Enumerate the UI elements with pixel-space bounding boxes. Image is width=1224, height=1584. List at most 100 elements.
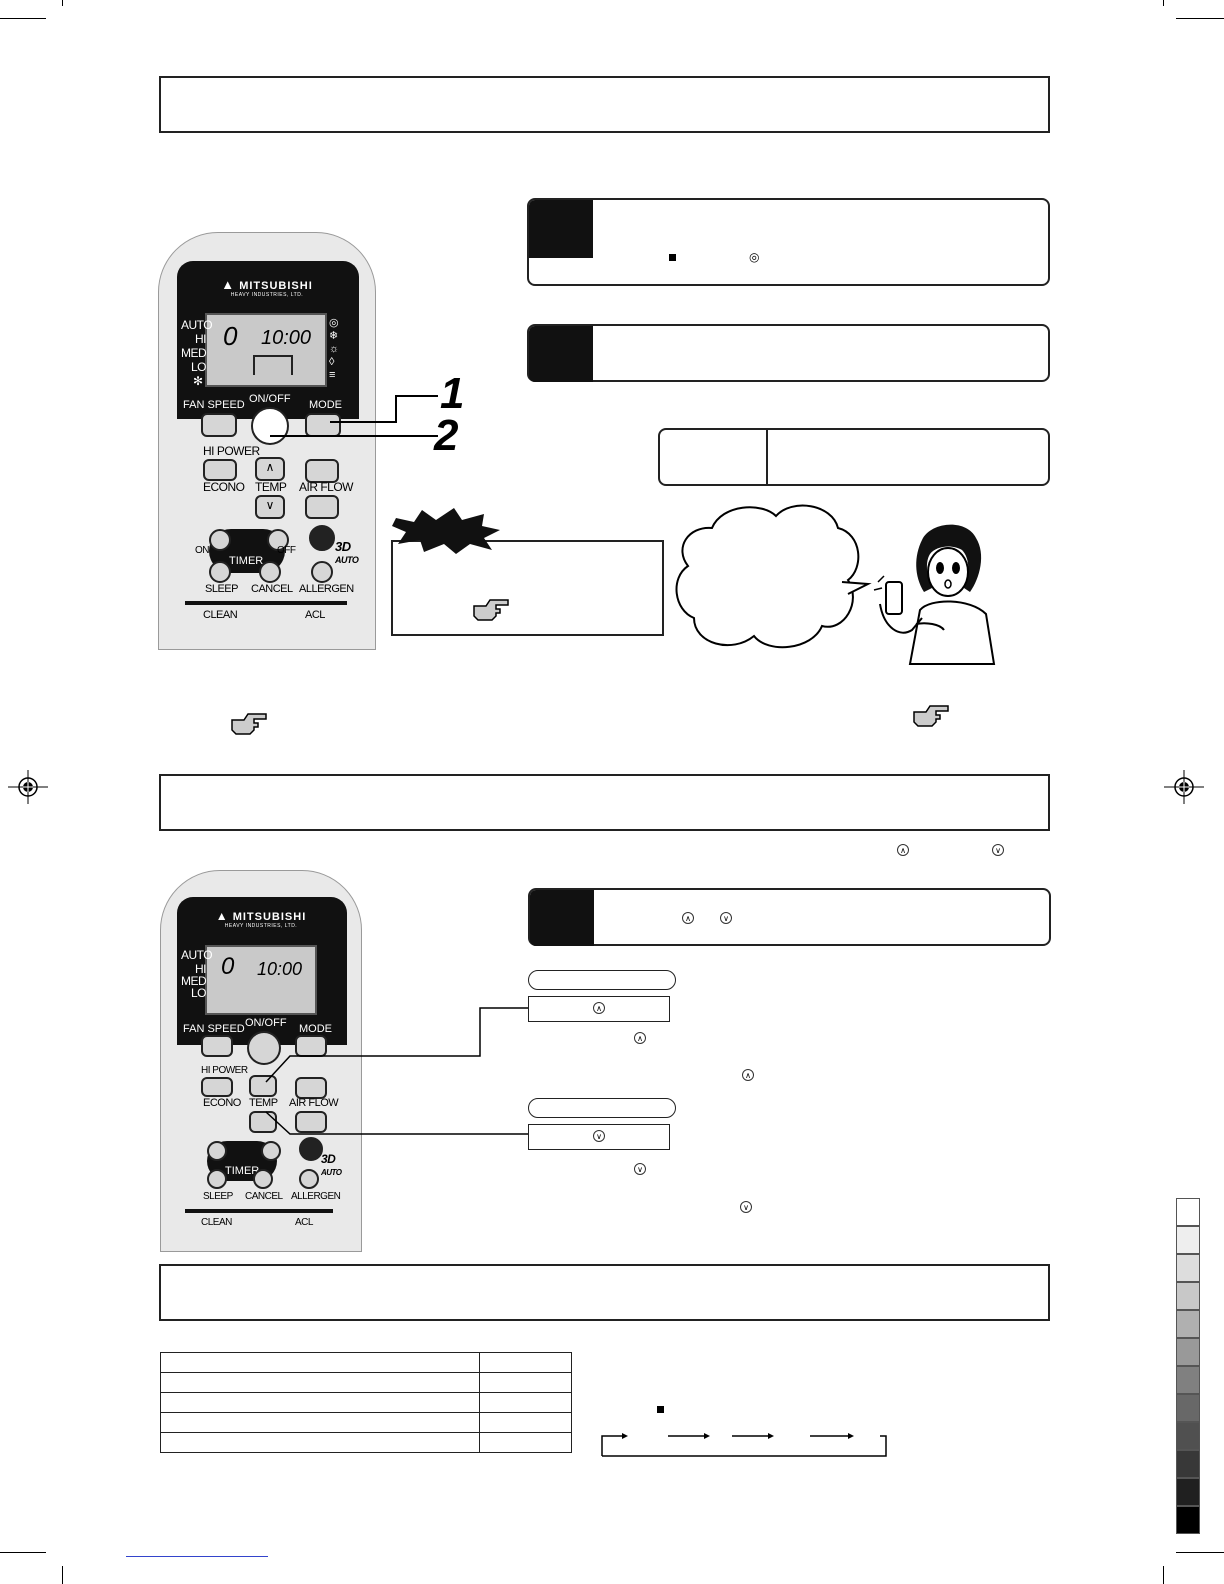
acl-2-label: ACL [295, 1217, 313, 1228]
timer-on-button[interactable] [209, 529, 231, 551]
crop-mark-top-left-v [62, 0, 63, 6]
fan-2-med-label: MED [181, 974, 207, 988]
grayscale-swatch [1176, 1422, 1200, 1450]
sleep-2-label: SLEEP [203, 1191, 233, 1202]
speech-cloud [675, 504, 872, 649]
on-off-label: ON/OFF [249, 393, 291, 405]
temp-up-desc-icon-1: ∧ [634, 1032, 646, 1044]
hi-power-button[interactable] [203, 459, 237, 481]
air-flow-up-button[interactable] [305, 459, 339, 483]
grayscale-color-bar [1176, 1198, 1200, 1534]
fan-icon: ✻ [193, 374, 203, 388]
fan-speed-2-button[interactable] [201, 1035, 233, 1057]
clean-2-label: CLEAN [201, 1217, 232, 1228]
caution-box [391, 540, 664, 636]
table-row [160, 1432, 572, 1453]
lcd-airflow-icon [253, 355, 293, 375]
registration-target-left-icon [8, 770, 48, 804]
temp-down-tab-header [528, 1098, 676, 1118]
fan-auto-label: AUTO [181, 318, 213, 332]
lcd-2-temp-readout: 0 [221, 953, 235, 980]
on-off-2-label: ON/OFF [245, 1017, 287, 1029]
hi-power-2-label: HI POWER [201, 1065, 248, 1076]
temp-step-box: ∧ ∨ [528, 888, 1051, 946]
timer-off-button[interactable] [267, 529, 289, 551]
caution-burst-icon [392, 508, 500, 554]
temp-up-tab: ∧ [528, 996, 670, 1022]
table-row [160, 1392, 572, 1413]
remote-control-illustration: ▲ MITSUBISHI HEAVY INDUSTRIES, LTD. 0 10… [158, 232, 376, 650]
temp-up-tab-icon: ∧ [593, 1002, 605, 1014]
remote-brand-label: ▲ MITSUBISHI HEAVY INDUSTRIES, LTD. [221, 277, 313, 298]
grayscale-swatch [1176, 1366, 1200, 1394]
allergen-label: ALLERGEN [299, 583, 354, 595]
temp-up-desc-icon-2: ∧ [742, 1069, 754, 1081]
fan-speed-cycle-diagram [601, 1433, 887, 1457]
allergen-2-button[interactable] [299, 1169, 319, 1189]
fan-speed-table [160, 1352, 572, 1453]
temp-label: TEMP [255, 480, 287, 494]
timer-off-2-button[interactable] [261, 1141, 281, 1161]
crop-mark-bottom-right-v [1163, 1566, 1164, 1584]
temp-up-tab-header [528, 970, 676, 990]
mode-icons: ◎❄☼◊≡ [329, 317, 339, 381]
crop-mark-top-right-v [1163, 0, 1164, 6]
section-header-temperature [159, 774, 1050, 831]
reference-hand-icon-right [913, 705, 949, 727]
grayscale-swatch [1176, 1226, 1200, 1254]
flow-stop-square-icon [657, 1406, 664, 1413]
temp-down-tab: ∨ [528, 1124, 670, 1150]
callout-leader-lines [270, 395, 438, 437]
allergen-button[interactable] [311, 561, 333, 583]
remote-lcd-display: 0 10:00 [205, 313, 327, 387]
step-2-box [527, 324, 1050, 382]
fan-hi-label: HI [195, 332, 207, 346]
auto-3d-button[interactable] [309, 525, 335, 551]
fan-2-hi-label: HI [195, 962, 207, 976]
stop-square-icon [669, 254, 676, 261]
temp-up-2-button[interactable] [249, 1075, 277, 1097]
fan-speed-label: FAN SPEED [183, 399, 245, 411]
cancel-button[interactable] [259, 561, 281, 583]
grayscale-swatch [1176, 1282, 1200, 1310]
note-divider [766, 430, 768, 486]
grayscale-swatch [1176, 1478, 1200, 1506]
sleep-2-button[interactable] [207, 1169, 227, 1189]
lcd-time-readout: 10:00 [261, 327, 312, 349]
air-flow-down-2-button[interactable] [295, 1111, 327, 1133]
crop-mark-top-right [1176, 18, 1224, 19]
hi-power-2-button[interactable] [201, 1077, 233, 1097]
on-off-2-button[interactable] [247, 1031, 281, 1065]
fan-speed-button[interactable] [201, 413, 237, 437]
fan-2-speed-label: FAN SPEED [183, 1023, 245, 1035]
temp-down-inline-icon: ∨ [992, 844, 1004, 856]
temp-down-button[interactable]: ∨ [255, 495, 285, 519]
air-flow-down-button[interactable] [305, 495, 339, 519]
grayscale-swatch [1176, 1254, 1200, 1282]
cancel-2-button[interactable] [253, 1169, 273, 1189]
table-row [160, 1352, 572, 1373]
cancel-label: CANCEL [251, 583, 293, 595]
temp-down-desc-icon-2: ∨ [740, 1201, 752, 1213]
remote-control-illustration-2: ▲ MITSUBISHI HEAVY INDUSTRIES, LTD. 0 10… [160, 870, 362, 1252]
callout-number-2: 2 [434, 411, 459, 460]
fan-2-auto-label: AUTO [181, 948, 213, 962]
callout-number-1: 1 [440, 369, 465, 418]
sleep-button[interactable] [209, 561, 231, 583]
econo-label: ECONO [203, 480, 245, 494]
grayscale-swatch [1176, 1198, 1200, 1226]
temp-up-inline-icon: ∧ [897, 844, 909, 856]
timer-on-2-button[interactable] [207, 1141, 227, 1161]
crop-mark-top-left [0, 18, 46, 19]
section-header-operation [159, 76, 1050, 133]
temp-up-button[interactable]: ∧ [255, 457, 285, 481]
air-flow-up-2-button[interactable] [295, 1077, 327, 1099]
on-off-button[interactable] [251, 407, 289, 445]
auto-3d-2-button[interactable] [299, 1137, 323, 1161]
mode-auto-icon: ◎ [749, 250, 760, 264]
timer-2-label: TIMER [225, 1165, 260, 1177]
crop-mark-bottom-left-v [62, 1566, 63, 1584]
temp-step-number-block [530, 890, 594, 946]
clean-label: CLEAN [203, 609, 238, 621]
